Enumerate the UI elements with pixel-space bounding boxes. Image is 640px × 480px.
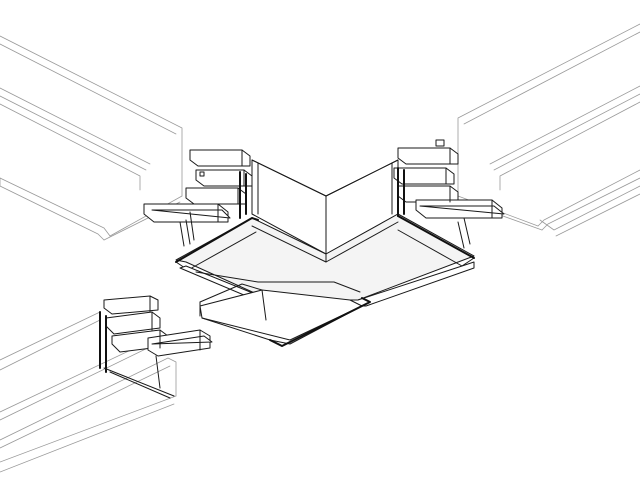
t-connector-body bbox=[175, 159, 475, 347]
right-connector-clips bbox=[393, 139, 505, 249]
bottom-connector-clips bbox=[99, 295, 213, 399]
left-rail-profile bbox=[0, 35, 183, 241]
left-connector-clips bbox=[143, 149, 253, 247]
